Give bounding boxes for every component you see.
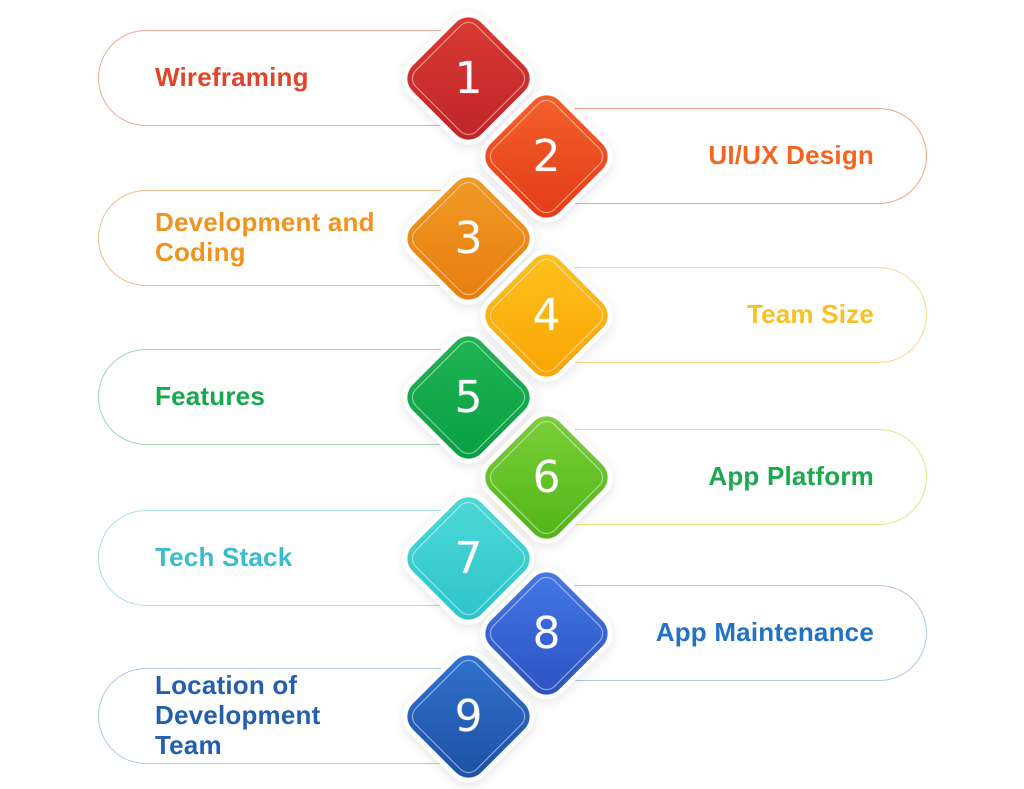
step-diamond-9: 9 [399,647,537,785]
step-label: App Platform [708,461,874,492]
step-label: App Maintenance [655,617,874,648]
step-number: 8 [532,607,560,659]
step-label: Team Size [746,299,874,330]
step-pill-ui-ux-design: UI/UX Design [512,108,927,204]
step-label: Location of Development Team [155,670,321,760]
step-label: Wireframing [155,62,309,93]
step-label: Features [155,381,265,412]
step-number: 9 [454,690,482,742]
step-label: UI/UX Design [708,140,874,171]
step-label: Development and Coding [155,207,375,267]
step-label: Tech Stack [155,542,293,573]
